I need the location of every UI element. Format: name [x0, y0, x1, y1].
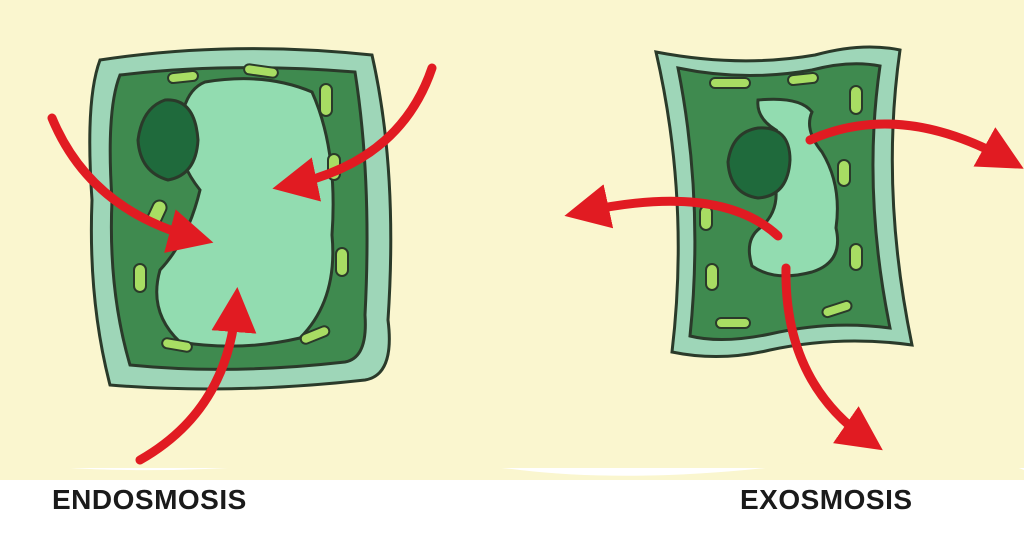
arrow-outward-bottom	[781, 263, 883, 451]
chloroplast	[821, 299, 853, 319]
chloroplast	[849, 85, 863, 115]
chloroplast	[709, 77, 751, 89]
arrow-inward-right	[272, 63, 437, 202]
endosmosis-cell	[88, 47, 393, 391]
nucleus	[136, 98, 200, 182]
exosmosis-label: EXOSMOSIS	[740, 484, 913, 515]
chloroplast	[299, 325, 331, 345]
chloroplast	[161, 337, 193, 353]
arrow-outward-left	[564, 184, 783, 241]
background-torn-edge	[0, 455, 1024, 480]
arrow-outward-right	[805, 119, 1024, 169]
endosmosis-arrows	[47, 63, 437, 465]
exosmosis-arrows	[564, 119, 1024, 451]
endosmosis-label: ENDOSMOSIS	[52, 484, 247, 515]
chloroplast	[335, 247, 349, 277]
chloroplast	[699, 205, 713, 231]
chloroplast	[705, 263, 719, 291]
chloroplast	[787, 71, 819, 87]
nucleus	[726, 126, 792, 200]
chloroplast	[133, 263, 147, 293]
chloroplast	[849, 243, 863, 271]
chloroplast	[243, 63, 279, 79]
chloroplast	[715, 317, 751, 329]
arrow-inward-bottom	[135, 287, 257, 465]
chloroplast	[837, 159, 851, 187]
chloroplast	[167, 69, 199, 85]
arrow-inward-left	[47, 113, 214, 253]
chloroplast	[319, 83, 333, 117]
